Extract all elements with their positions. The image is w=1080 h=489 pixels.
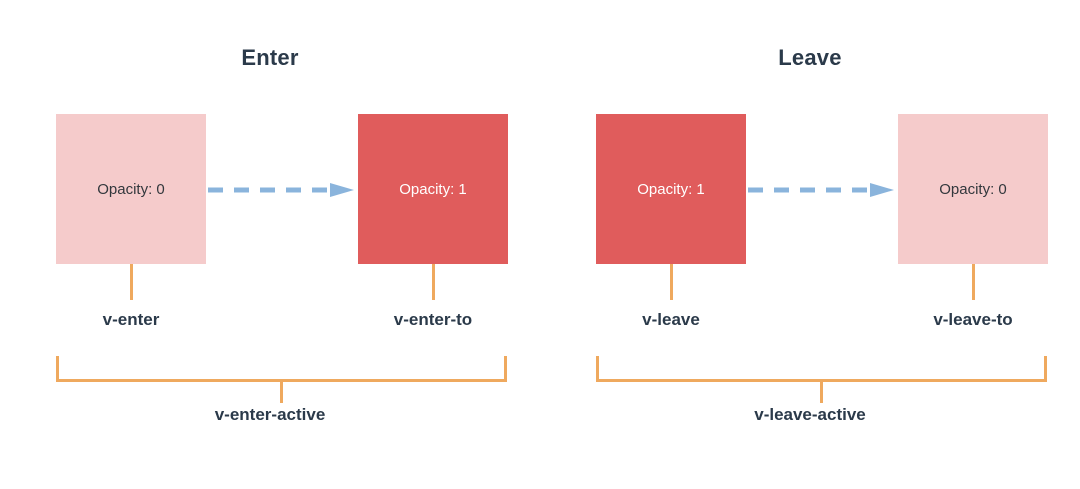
leave-to-box: Opacity: 0	[898, 114, 1048, 264]
enter-from-tick-label: v-enter	[102, 310, 160, 329]
enter-group-title: Enter	[241, 45, 299, 70]
leave-to-box-label: Opacity: 0	[939, 180, 1007, 198]
enter-from-box-label: Opacity: 0	[97, 180, 165, 198]
leave-active-bracket-stem	[820, 381, 823, 403]
dashed-arrow-right-icon	[208, 183, 354, 197]
dashed-arrow-right-icon	[748, 183, 894, 197]
enter-active-bracket-stem	[280, 381, 283, 403]
leave-from-box: Opacity: 1	[596, 114, 746, 264]
enter-group: Enter Opacity: 0 Opacity: 1 v-enter v-en…	[56, 45, 508, 424]
enter-active-bracket	[56, 356, 507, 382]
leave-active-bracket	[596, 356, 1047, 382]
leave-group: Leave Opacity: 1 Opacity: 0 v-leave v-le…	[540, 0, 1080, 489]
leave-from-tick-label: v-leave	[642, 310, 700, 329]
enter-to-box-label: Opacity: 1	[399, 180, 467, 198]
enter-to-tick	[432, 264, 435, 300]
leave-to-tick-label: v-leave-to	[933, 310, 1013, 329]
enter-active-label: v-enter-active	[214, 405, 326, 424]
enter-to-box: Opacity: 1	[358, 114, 508, 264]
enter-from-box: Opacity: 0	[56, 114, 206, 264]
enter-to-tick-label: v-enter-to	[393, 310, 473, 329]
leave-from-tick	[670, 264, 673, 300]
leave-active-label: v-leave-active	[754, 405, 866, 424]
leave-group-title: Leave	[778, 45, 842, 70]
enter-from-tick	[130, 264, 133, 300]
leave-from-box-label: Opacity: 1	[637, 180, 705, 198]
leave-to-tick	[972, 264, 975, 300]
